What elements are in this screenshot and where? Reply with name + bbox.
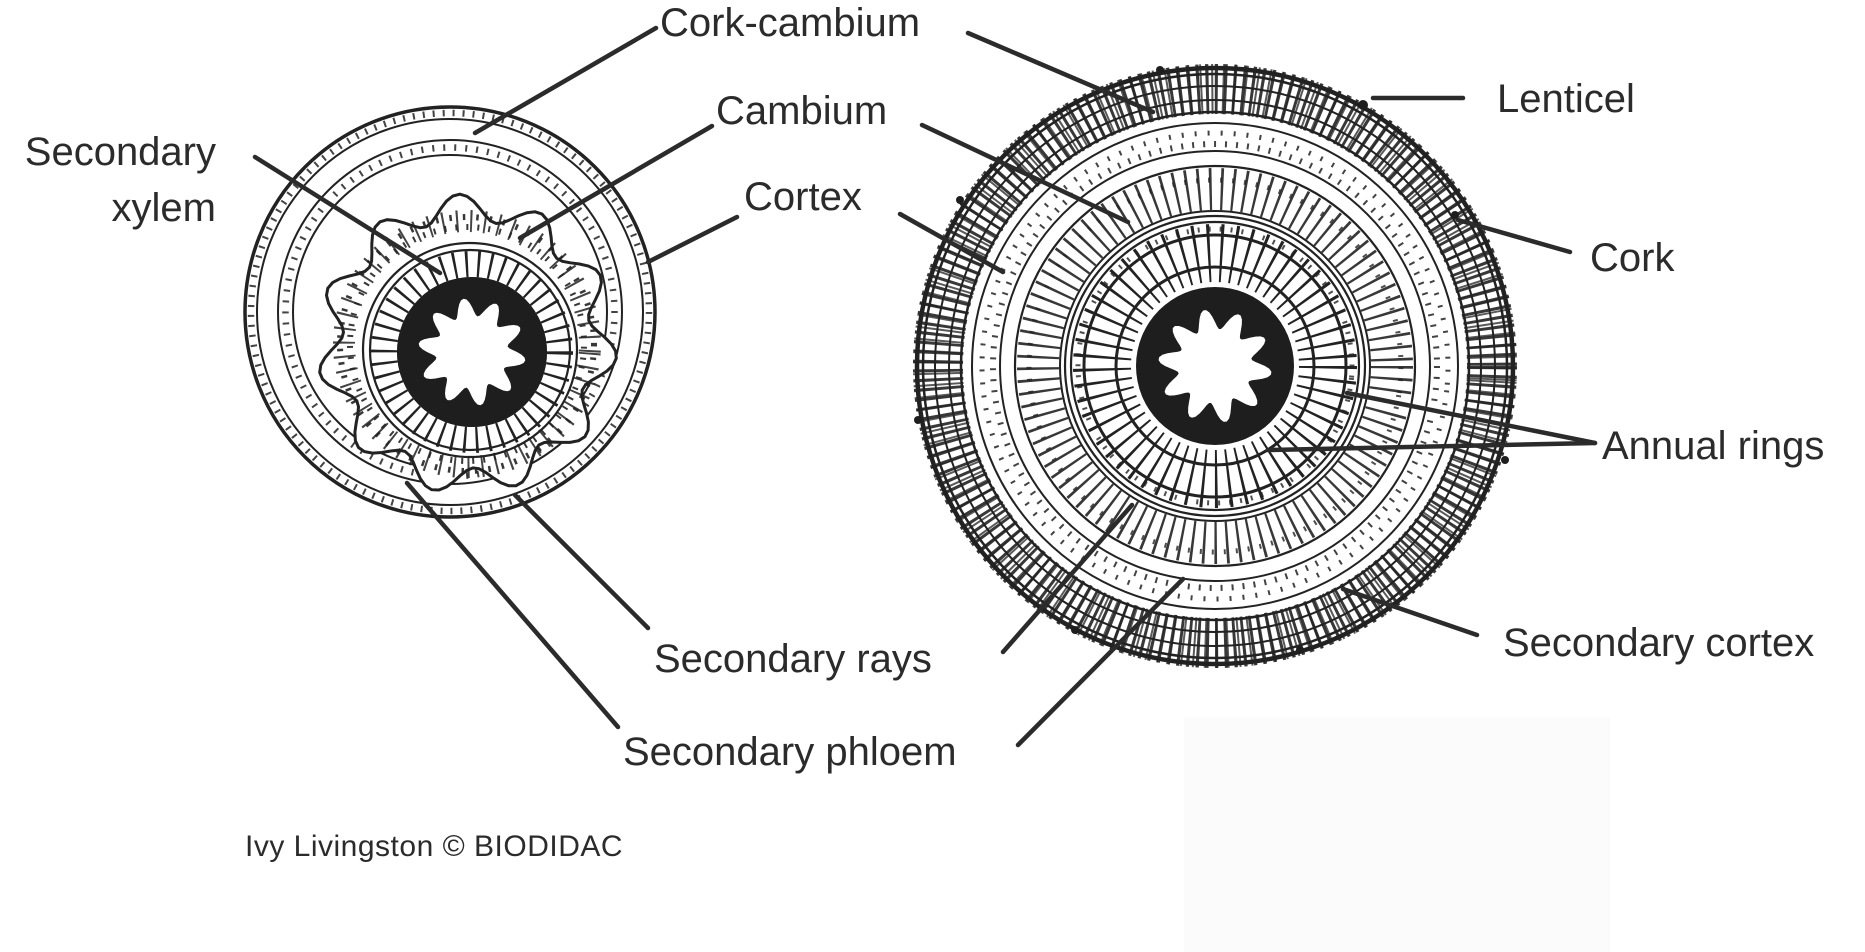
credit-text: Ivy Livingston © BIODIDAC: [245, 830, 624, 863]
label-secondary-phloem: Secondary phloem: [623, 730, 957, 774]
leader-cambium-left: [517, 123, 715, 241]
right-secondary-cortex-band: [971, 122, 1459, 610]
label-annual-rings: Annual rings: [1602, 424, 1825, 468]
right-annual-ring-outer: [1082, 233, 1348, 499]
leader-cork-cambium-left: [472, 25, 659, 136]
leader-secondary-xylem: [252, 154, 443, 276]
label-cambium: Cambium: [716, 89, 888, 133]
left-epidermis-ring: [243, 105, 657, 519]
left-xylem-rays: [371, 251, 573, 453]
label-secondary-rays: Secondary rays: [654, 637, 932, 681]
right-pith-center: [1158, 310, 1272, 422]
lenticel-bumps: [914, 66, 1509, 654]
leader-secondary-cortex: [1340, 586, 1480, 638]
leader-cortex-right: [897, 211, 1006, 275]
label-cork: Cork: [1590, 236, 1675, 280]
leader-secondary-rays-left: [512, 492, 651, 631]
right-annual-ring-inner: [1114, 265, 1316, 467]
label-lenticel: Lenticel: [1497, 77, 1635, 121]
leader-secondary-phloem-right: [1015, 576, 1186, 748]
leader-lines: [252, 25, 1598, 748]
leader-cork: [1455, 217, 1573, 255]
leader-secondary-rays-right: [1000, 502, 1135, 655]
left-stem-section: [243, 105, 657, 519]
right-stem-section: [913, 63, 1517, 668]
right-xylem-rays: [1073, 224, 1357, 508]
label-secondary-xylem: Secondary xylem: [24, 130, 216, 230]
label-cortex: Cortex: [744, 175, 862, 219]
leader-cortex-left: [645, 214, 740, 265]
background-shade-panel: [1184, 717, 1610, 952]
leader-annual-rings-lower: [1265, 440, 1598, 453]
leader-secondary-phloem-left: [404, 480, 621, 730]
right-cambium-ring: [1063, 214, 1367, 518]
leader-cambium-right: [919, 122, 1131, 225]
left-pith-center: [418, 298, 526, 406]
right-secondary-phloem-band: [1013, 164, 1417, 568]
left-cambium-ring: [361, 241, 579, 459]
leader-cork-cambium-right: [965, 30, 1156, 115]
label-cork-cambium: Cork-cambium: [660, 1, 921, 45]
label-secondary-cortex: Secondary cortex: [1503, 621, 1815, 665]
leader-annual-rings-upper: [1344, 390, 1598, 446]
